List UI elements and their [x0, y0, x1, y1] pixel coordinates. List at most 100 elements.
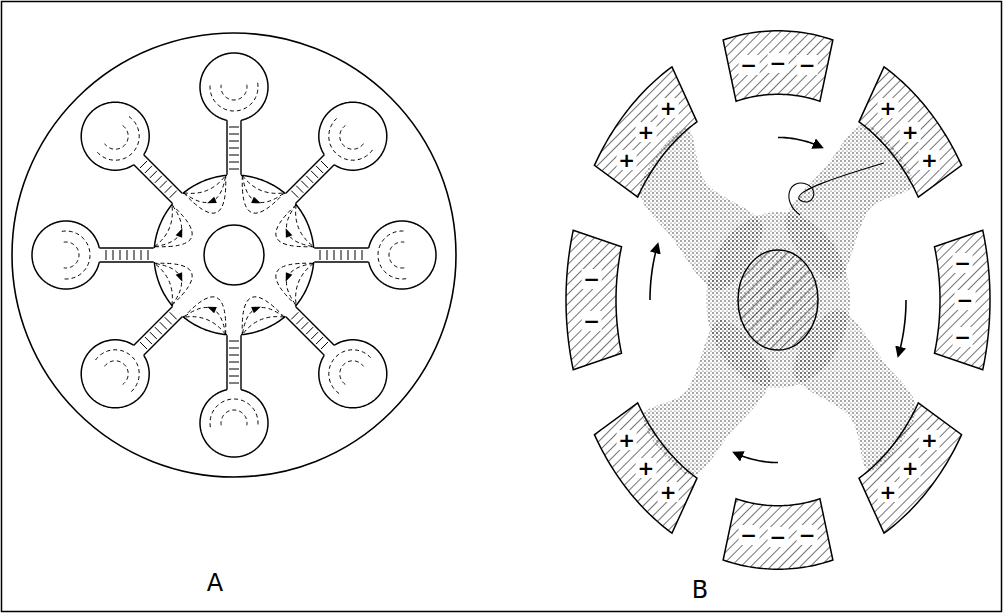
resonant-cavity	[200, 53, 268, 120]
rotation-arrow	[734, 453, 778, 463]
cavity-field-panel	[12, 33, 456, 477]
slot-field-line	[306, 176, 313, 183]
slot-field-line	[229, 369, 239, 370]
slot-field-line	[311, 332, 318, 339]
cathode	[204, 225, 264, 285]
electric-field-line	[296, 205, 314, 247]
charge-sign: −	[952, 253, 973, 273]
slot-field-line	[229, 155, 239, 156]
anode-segment	[594, 403, 697, 533]
anode-surface	[295, 204, 313, 248]
charge-sign: +	[616, 150, 637, 170]
anode-surface	[183, 175, 227, 193]
charge-sign: −	[581, 311, 602, 331]
charge-sign: +	[658, 482, 679, 502]
magnetic-field-line	[210, 83, 258, 111]
field-arrowhead	[207, 307, 217, 314]
magnetic-field-line	[340, 361, 364, 385]
electric-field-line	[154, 205, 192, 247]
resonant-cavity	[32, 221, 99, 289]
charge-sign: −	[768, 53, 789, 73]
slot-wall	[134, 307, 172, 345]
slot-wall	[99, 247, 153, 248]
anode-surface	[154, 204, 172, 248]
magnetic-field-line	[96, 350, 140, 394]
slot-field-line	[316, 166, 323, 173]
slot-wall	[144, 155, 182, 193]
slot-field-line	[229, 348, 239, 349]
charge-sign: −	[768, 527, 789, 547]
slot-wall	[226, 120, 227, 174]
slot-wall	[296, 307, 334, 345]
anode-segment	[594, 67, 697, 197]
slot-field-line	[229, 134, 239, 135]
slot-field-line	[106, 250, 107, 260]
charge-sign: +	[900, 122, 921, 142]
electric-field-line	[184, 297, 226, 335]
slot-field-line	[145, 337, 152, 344]
charge-sign: −	[738, 55, 759, 75]
slot-field-line	[150, 332, 157, 339]
rotation-arrow	[778, 137, 822, 147]
slot-wall	[286, 155, 324, 193]
anode-segment	[566, 230, 622, 369]
slot-field-line	[229, 383, 239, 384]
slot-wall	[286, 317, 324, 355]
slot-field-line	[229, 376, 239, 377]
electric-field-line	[296, 263, 314, 305]
slot-field-line	[296, 317, 303, 324]
slot-field-line	[301, 322, 308, 329]
electric-field-line	[276, 263, 314, 305]
slot-field-line	[296, 186, 303, 193]
slot-field-line	[341, 250, 342, 260]
charge-sign: +	[878, 482, 899, 502]
slot-field-line	[229, 355, 239, 356]
field-arrowhead	[286, 228, 293, 238]
slot-field-line	[321, 342, 328, 349]
slot-field-line	[134, 250, 135, 260]
resonant-cavity	[81, 340, 149, 408]
slot-field-line	[229, 362, 239, 363]
slot-field-line	[120, 250, 121, 260]
panel-letter: A	[205, 571, 225, 595]
charge-sign: +	[635, 458, 656, 478]
slot-field-line	[145, 166, 152, 173]
slot-field-line	[229, 148, 239, 149]
anode-surface	[241, 175, 285, 193]
space-charge-panel	[566, 31, 990, 569]
slot-field-line	[316, 337, 323, 344]
electric-field-line	[184, 317, 226, 335]
charge-sign: −	[738, 525, 759, 545]
charge-sign: −	[797, 525, 818, 545]
electric-field-line	[184, 175, 226, 202]
electric-field-line	[242, 297, 284, 335]
anode-segment	[723, 499, 833, 570]
anode-segment	[723, 31, 833, 102]
slot-field-line	[355, 250, 356, 260]
slot-field-line	[306, 327, 313, 334]
electric-field-line	[276, 205, 314, 247]
electric-field-line	[154, 263, 181, 305]
resonant-cavity	[319, 340, 387, 408]
electric-field-line	[154, 205, 181, 247]
electric-field-line	[184, 175, 226, 193]
electric-field-line	[286, 205, 313, 247]
magnetic-field-line	[389, 242, 404, 268]
anode-surface	[295, 262, 313, 306]
charge-sign: −	[797, 55, 818, 75]
magnetic-field-line	[378, 231, 406, 279]
slot-wall	[144, 317, 182, 355]
slot-field-line	[291, 312, 298, 319]
electric-field-line	[154, 263, 192, 305]
magnetic-field-line	[329, 350, 373, 394]
electric-field-line	[242, 307, 284, 334]
magnetic-field-line	[96, 117, 140, 161]
slot-field-line	[301, 181, 308, 188]
slot-field-line	[140, 342, 147, 349]
charge-sign: −	[581, 269, 602, 289]
slot-field-line	[229, 169, 239, 170]
electric-field-line	[154, 263, 172, 305]
electric-field-line	[154, 205, 172, 247]
slot-field-line	[362, 250, 363, 260]
